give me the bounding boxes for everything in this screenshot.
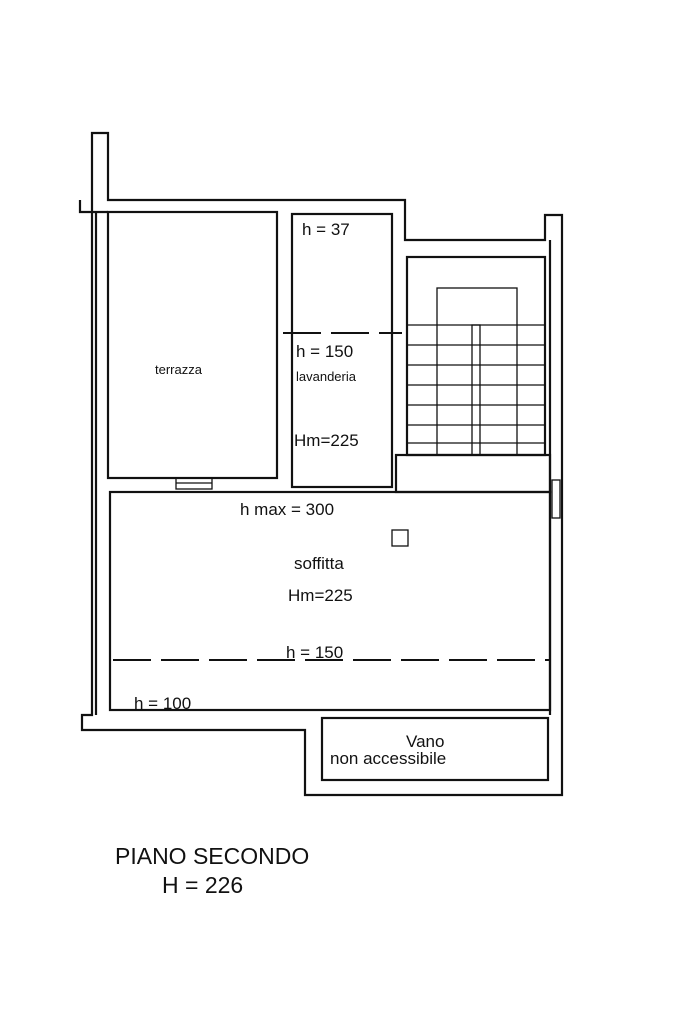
label-lavanderia: lavanderia (296, 369, 357, 384)
outer-wall (80, 131, 564, 797)
room-vano (320, 716, 550, 782)
outer-wall-top-inner (78, 200, 108, 214)
room-lavanderia (290, 212, 394, 489)
label-h150-lavanderia: h = 150 (296, 342, 353, 361)
label-hm-lavanderia: Hm=225 (294, 431, 359, 450)
label-h100: h = 100 (134, 694, 191, 713)
plan-height: H = 226 (162, 872, 243, 898)
room-terrazza (106, 210, 279, 480)
chimney-square (391, 529, 409, 547)
label-non-accessibile: non accessibile (330, 749, 446, 768)
label-soffitta: soffitta (294, 554, 344, 573)
staircase (394, 255, 552, 494)
label-h37: h = 37 (302, 220, 350, 239)
label-vano: Vano (406, 732, 444, 751)
label-hm-soffitta: Hm=225 (288, 586, 353, 605)
label-hmax: h max = 300 (240, 500, 334, 519)
window (551, 479, 561, 519)
plan-title: PIANO SECONDO (115, 843, 309, 869)
label-h150-soffitta: h = 150 (286, 643, 343, 662)
room-soffitta (108, 490, 552, 712)
label-terrazza: terrazza (155, 362, 203, 377)
